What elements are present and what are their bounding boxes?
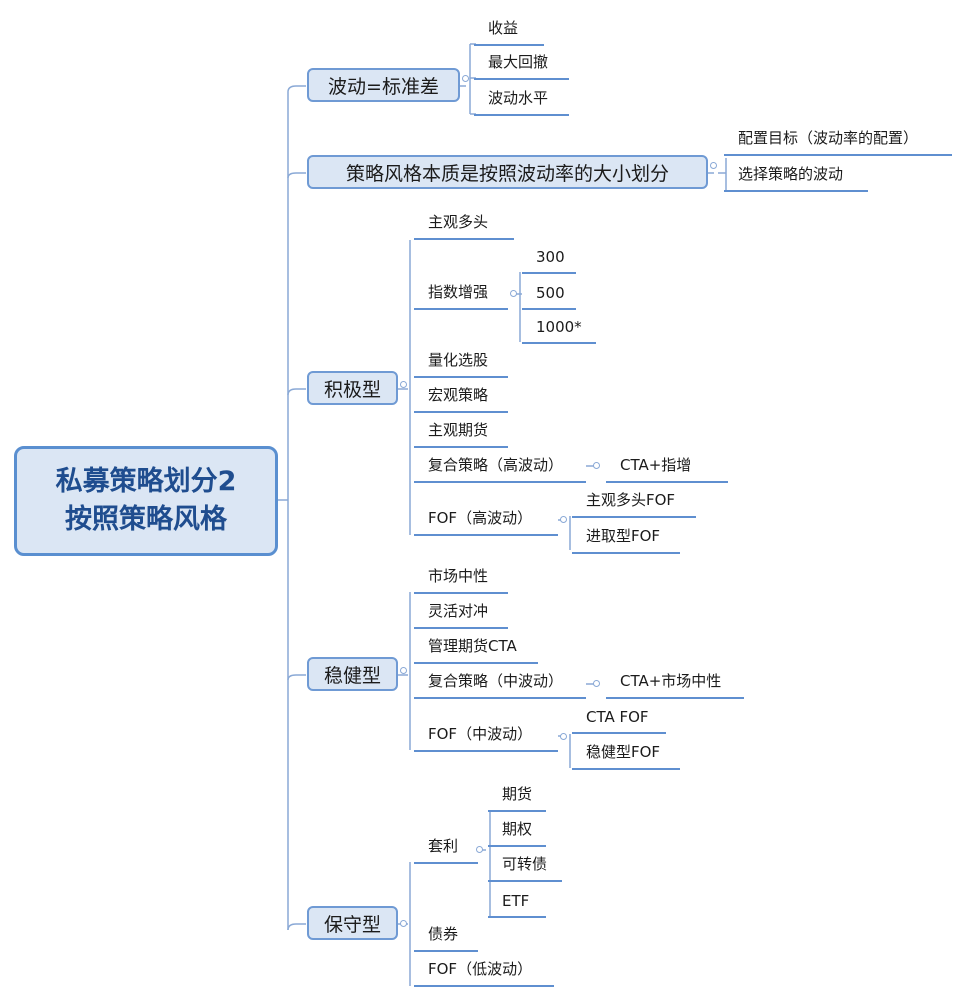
collapse-icon[interactable]: [400, 381, 407, 388]
leaf-fof-high[interactable]: FOF（高波动）: [414, 502, 558, 536]
leaf-select-strategy-vol[interactable]: 选择策略的波动: [724, 158, 868, 192]
connector-root-conservative: [287, 923, 306, 931]
leaf-convertible-bond[interactable]: 可转债: [488, 848, 562, 882]
node-steady[interactable]: 稳健型: [307, 657, 398, 691]
node-conservative[interactable]: 保守型: [307, 906, 398, 940]
leaf-macro[interactable]: 宏观策略: [414, 379, 508, 413]
leaf-arbitrage[interactable]: 套利: [414, 830, 478, 864]
leaf-flexible-hedge[interactable]: 灵活对冲: [414, 595, 508, 629]
root-title-line2: 按照策略风格: [65, 504, 227, 535]
connector-root-style: [287, 172, 306, 179]
leaf-bonds[interactable]: 债券: [414, 918, 478, 952]
leaf-subjective-futures[interactable]: 主观期货: [414, 414, 508, 448]
leaf-fof-low[interactable]: FOF（低波动）: [414, 953, 554, 987]
connector-root-aggressive: [287, 388, 306, 396]
collapse-icon[interactable]: [593, 680, 600, 687]
leaf-vol-level[interactable]: 波动水平: [474, 82, 569, 116]
leaf-market-neutral[interactable]: 市场中性: [414, 560, 508, 594]
leaf-options[interactable]: 期权: [488, 813, 546, 847]
connector-style: [708, 158, 727, 192]
leaf-return[interactable]: 收益: [474, 12, 544, 46]
leaf-composite-mid[interactable]: 复合策略（中波动）: [414, 665, 586, 699]
connector-root-vol: [287, 85, 306, 93]
collapse-icon[interactable]: [510, 290, 517, 297]
leaf-futures[interactable]: 期货: [488, 778, 546, 812]
collapse-icon[interactable]: [560, 733, 567, 740]
leaf-fof-mid[interactable]: FOF（中波动）: [414, 718, 558, 752]
leaf-index-1000[interactable]: 1000*: [522, 310, 596, 344]
root-title-line1: 私募策略划分2: [55, 466, 237, 497]
collapse-icon[interactable]: [593, 462, 600, 469]
leaf-cta-index-enhance[interactable]: CTA+指增: [606, 449, 728, 483]
collapse-icon[interactable]: [400, 667, 407, 674]
connector-root-steady: [287, 674, 306, 681]
leaf-allocation-target[interactable]: 配置目标（波动率的配置）: [724, 122, 952, 156]
leaf-index-300[interactable]: 300: [522, 240, 576, 274]
leaf-subjective-long[interactable]: 主观多头: [414, 206, 514, 240]
collapse-icon[interactable]: [710, 162, 717, 169]
node-volatility[interactable]: 波动=标准差: [307, 68, 460, 102]
leaf-cta-fof[interactable]: CTA FOF: [572, 700, 666, 734]
leaf-cta-market-neutral[interactable]: CTA+市场中性: [606, 665, 744, 699]
root-node[interactable]: 私募策略划分2 按照策略风格: [14, 446, 278, 556]
leaf-max-drawdown[interactable]: 最大回撤: [474, 46, 569, 80]
leaf-subjective-long-fof[interactable]: 主观多头FOF: [572, 484, 696, 518]
node-aggressive[interactable]: 积极型: [307, 371, 398, 405]
node-strategy-style[interactable]: 策略风格本质是按照波动率的大小划分: [307, 155, 708, 189]
leaf-quant-stock[interactable]: 量化选股: [414, 344, 508, 378]
leaf-index-enhance[interactable]: 指数增强: [414, 276, 508, 310]
connector-vol: [460, 44, 471, 114]
collapse-icon[interactable]: [462, 75, 469, 82]
collapse-icon[interactable]: [560, 516, 567, 523]
collapse-icon[interactable]: [400, 920, 407, 927]
collapse-icon[interactable]: [476, 846, 483, 853]
leaf-managed-futures[interactable]: 管理期货CTA: [414, 630, 538, 664]
leaf-index-500[interactable]: 500: [522, 276, 576, 310]
leaf-composite-high[interactable]: 复合策略（高波动）: [414, 449, 586, 483]
leaf-etf[interactable]: ETF: [488, 884, 546, 918]
connector-agg-idx: [516, 272, 522, 342]
leaf-steady-fof[interactable]: 稳健型FOF: [572, 736, 680, 770]
leaf-aggressive-fof[interactable]: 进取型FOF: [572, 520, 680, 554]
